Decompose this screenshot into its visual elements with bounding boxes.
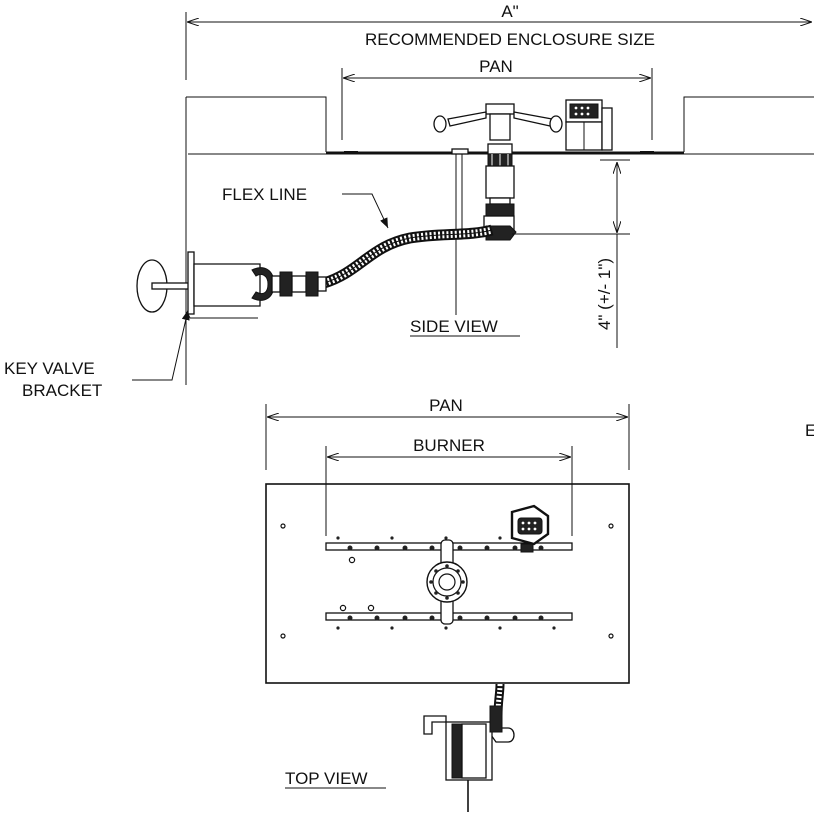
side-view: 4" (+/- 1") FLEX LINE KEY — [4, 96, 814, 400]
flex-line — [322, 224, 494, 289]
pan-side-label: PAN — [479, 57, 513, 76]
flex-line-callout: FLEX LINE — [222, 185, 389, 229]
key-valve-label-2: BRACKET — [22, 381, 102, 400]
pilot-assembly-top — [510, 504, 550, 553]
key-valve-top — [423, 705, 515, 812]
burner-label: BURNER — [413, 436, 485, 455]
dimension-a: A" RECOMMENDED ENCLOSURE SIZE — [185, 2, 812, 80]
top-view: TOP VIEW — [265, 483, 630, 812]
vertical-fittings — [483, 143, 517, 241]
top-view-label: TOP VIEW — [285, 769, 368, 788]
height-dimension: 4" (+/- 1") — [512, 159, 630, 348]
key-valve-callout: KEY VALVE BRACKET — [4, 309, 190, 400]
flex-line-label: FLEX LINE — [222, 185, 307, 204]
key-valve-label-1: KEY VALVE — [4, 359, 95, 378]
dim-a-label: A" — [501, 2, 518, 21]
side-view-label: SIDE VIEW — [410, 317, 498, 336]
center-manifold — [426, 539, 468, 625]
pan-dimension-top: PAN — [265, 396, 630, 470]
enclosure-label: RECOMMENDED ENCLOSURE SIZE — [365, 30, 655, 49]
pan-mounting-holes — [280, 523, 614, 639]
pan-top-label: PAN — [429, 396, 463, 415]
burner-dimension: BURNER — [325, 436, 573, 536]
burner-assembly-side — [433, 99, 613, 151]
key-valve-assembly — [136, 251, 327, 319]
edge-clip-label: E — [805, 421, 814, 440]
height-dim-label: 4" (+/- 1") — [595, 258, 614, 330]
pan-dimension-side: PAN — [341, 57, 653, 140]
